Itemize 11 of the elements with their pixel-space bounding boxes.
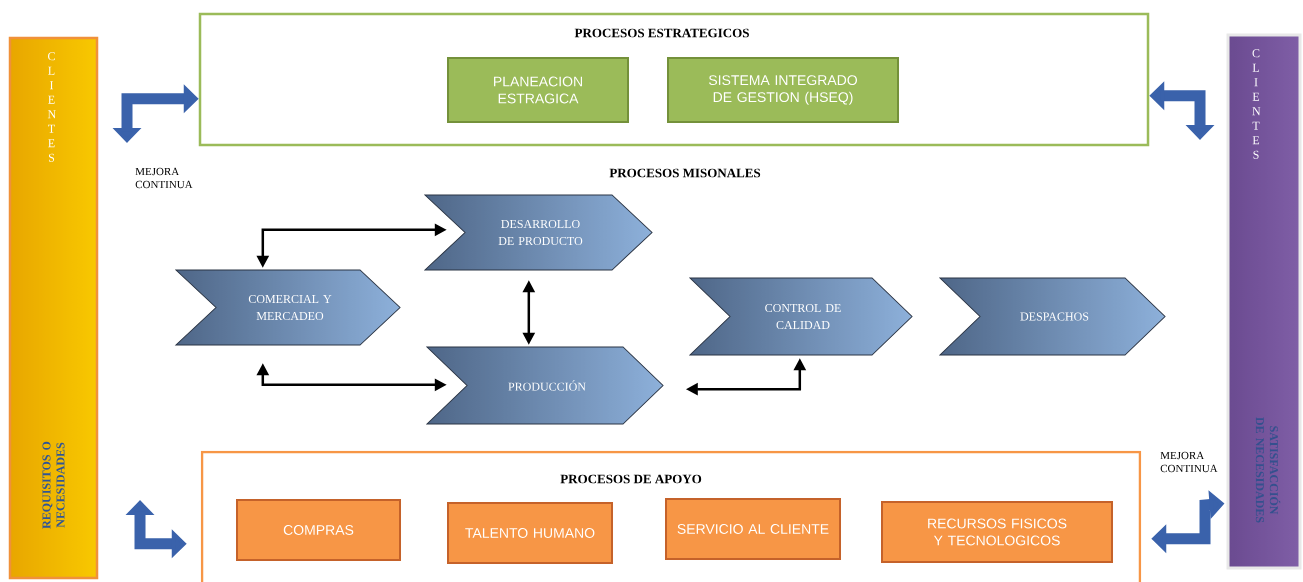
note-text: MEJORA CONTINUA [1160, 451, 1218, 473]
process-box: SERVICIO AL CLIENTE [665, 498, 841, 560]
side-bar: C L I E N T E S SATISFACCIÓN DE NECESIDADES [1226, 33, 1302, 570]
note-text: MEJORA CONTINUA [135, 167, 193, 189]
process-box: COMPRAS [236, 499, 401, 561]
process-box: TALENTO HUMANO [447, 502, 613, 564]
process-box: PLANEACION ESTRAGICA [447, 57, 629, 123]
process-box: SISTEMA INTEGRADO DE GESTION (HSEQ) [667, 57, 899, 123]
side-bar: C L I E N T E S REQUISITOS O NECESIDADES [8, 36, 99, 580]
process-box: RECURSOS FISICOS Y TECNOLOGICOS [881, 501, 1113, 563]
section-heading: PROCESOS MISONALES [609, 168, 761, 178]
